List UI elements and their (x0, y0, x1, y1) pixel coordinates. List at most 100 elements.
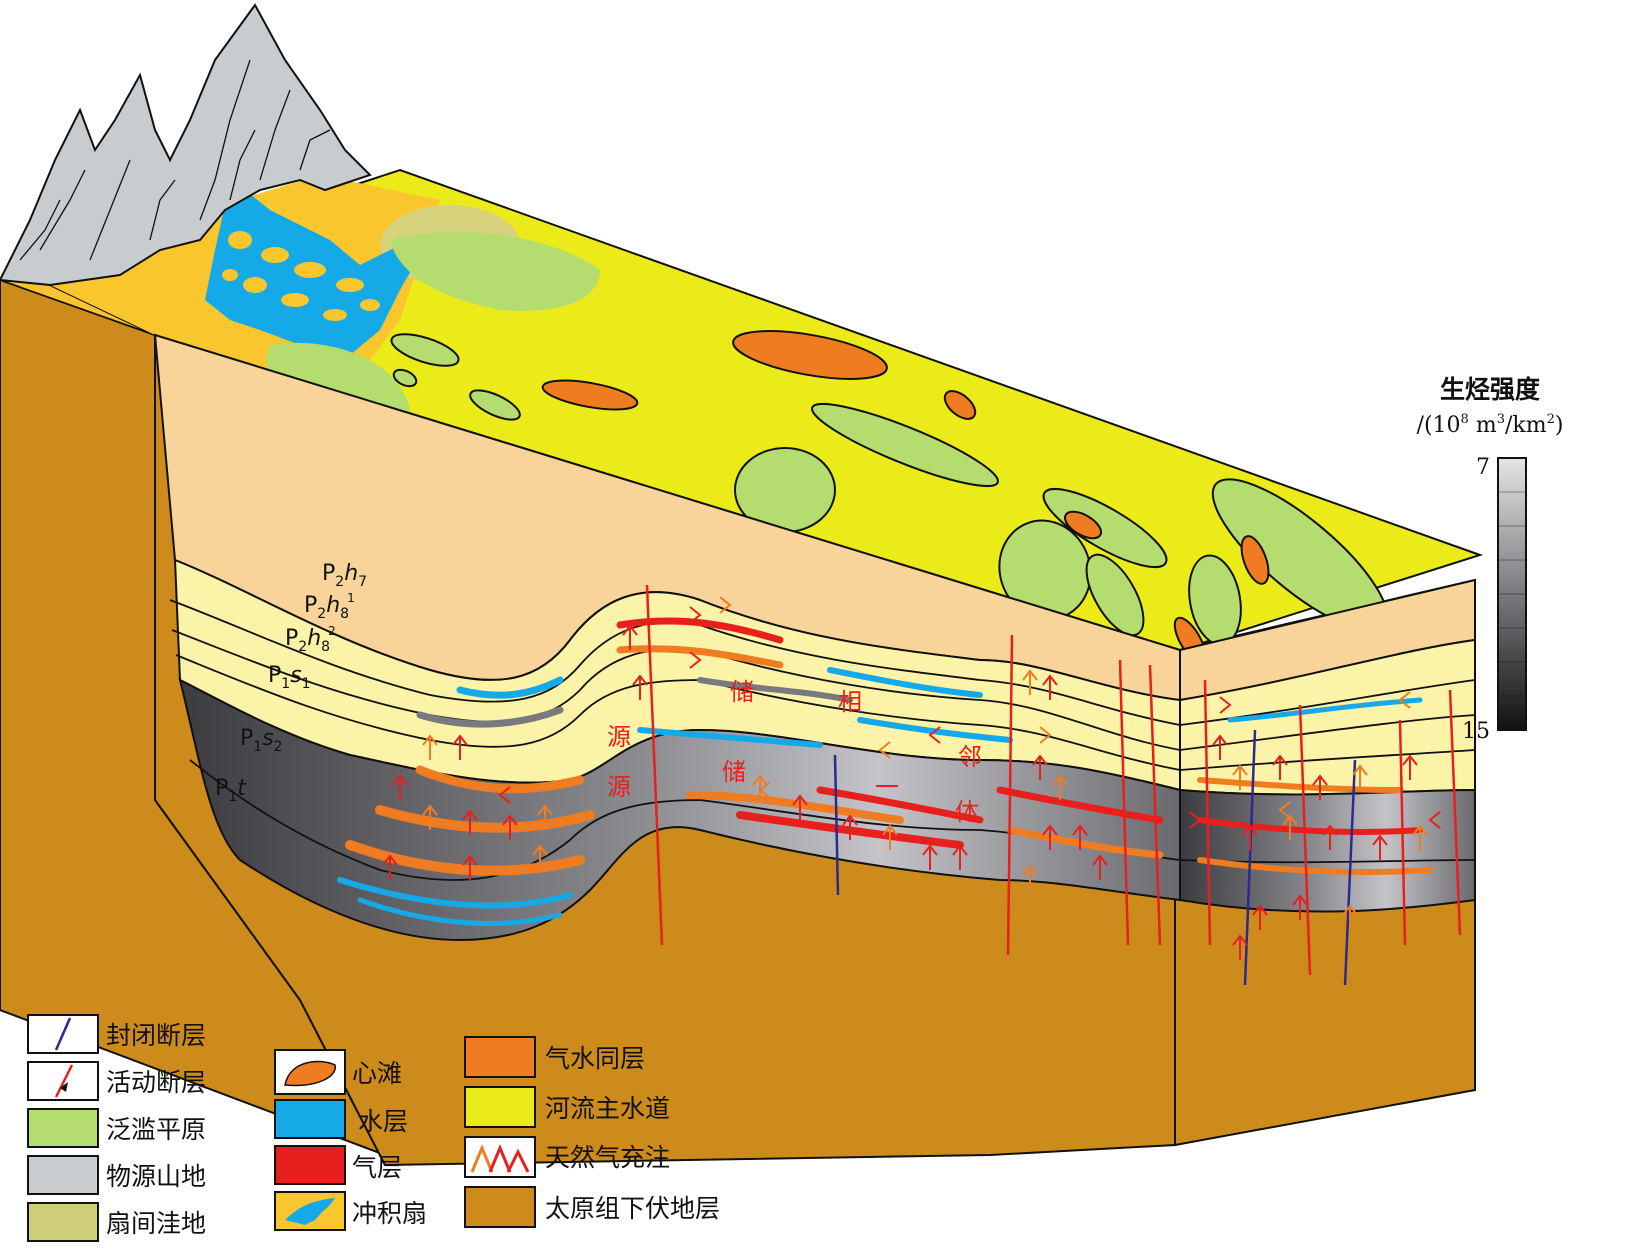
gas-charging-arrow (422, 734, 438, 760)
gas-charging-arrow (719, 596, 732, 614)
gas-charging-arrow (1272, 754, 1288, 780)
gas-charging-arrow (1342, 904, 1358, 930)
gas-charging-arrow (842, 814, 858, 840)
gas-charging-arrow (1072, 824, 1088, 850)
legend-item-gas-water-layer: 气水同层 (464, 1036, 645, 1078)
gas-charging-arrow (532, 844, 548, 870)
gas-charging-arrow (1428, 811, 1441, 829)
svg-text:气水同层: 气水同层 (545, 1044, 645, 1073)
gas-charging-arrow (392, 774, 408, 800)
gas-charging-arrow (537, 804, 553, 830)
fan-channel-islands (222, 231, 380, 321)
gas-charging-arrow (922, 844, 938, 870)
svg-text:物源山地: 物源山地 (106, 1162, 206, 1191)
gas-charging-arrow (1022, 864, 1038, 890)
annot-ti: 体 (955, 798, 979, 826)
svg-text:太原组下伏地层: 太原组下伏地层 (545, 1194, 720, 1223)
svg-text:封闭断层: 封闭断层 (106, 1021, 206, 1050)
legend-item-channel-bar: 心滩 (274, 1049, 402, 1095)
svg-text:扇间洼地: 扇间洼地 (106, 1209, 206, 1238)
channel-bar-patches (541, 330, 1270, 664)
gas-charging-arrow (792, 794, 808, 820)
floodplain-patches (266, 231, 1389, 646)
annot-yi: 一 (875, 773, 899, 801)
legend-item-active-fault: 活动断层 (27, 1061, 206, 1101)
legend-item-alluvial-fan: 冲积扇 (274, 1191, 427, 1231)
gas-charging-arrow (882, 824, 898, 850)
label-p1s1: P1s1 (268, 663, 311, 692)
legend-item-gas-layer: 气层 (274, 1145, 402, 1185)
gas-charging-arrow (878, 741, 891, 759)
gas-charging-arrows (382, 596, 1441, 960)
gas-charging-arrow (689, 606, 702, 624)
gas-charging-arrow (1042, 674, 1058, 700)
colorbar-title: 生烃强度 (1440, 375, 1540, 404)
gas-charging-arrow (689, 651, 702, 669)
colorbar-unit: /(108 m3/km2) (1417, 412, 1564, 438)
annot-yuan2: 源 (607, 773, 631, 801)
svg-text:气层: 气层 (352, 1153, 402, 1182)
gas-charging-arrow (1219, 696, 1232, 714)
legend-item-sealed-fault: 封闭断层 (27, 1014, 206, 1054)
gas-charging-arrow (1242, 824, 1258, 850)
legend-item-taiyuan-underlying: 太原组下伏地层 (464, 1186, 720, 1228)
legend: 封闭断层 活动断层 泛滥平原 物源山地 扇间洼地 心滩 水层 (27, 1014, 720, 1242)
gas-charging-arrow (1022, 669, 1038, 695)
annot-yuan1: 源 (607, 723, 631, 751)
gas-charging-arrow (1398, 691, 1411, 709)
gas-charging-arrow (1322, 824, 1338, 850)
gas-charging-arrow (758, 781, 771, 799)
svg-text:河流主水道: 河流主水道 (545, 1094, 670, 1123)
legend-item-main-channel: 河流主水道 (464, 1086, 670, 1128)
gas-charging-arrow (1039, 726, 1052, 744)
gas-charging-arrow (752, 774, 768, 800)
gas-charging-arrow (1372, 834, 1388, 860)
colorbar-max-label: 7 (1476, 455, 1490, 480)
gas-charging-arrow (928, 726, 941, 744)
svg-text:心滩: 心滩 (352, 1059, 402, 1088)
gas-charging-arrow (1312, 774, 1328, 800)
gas-charging-arrow (1278, 801, 1291, 819)
legend-item-floodplain: 泛滥平原 (27, 1108, 206, 1148)
right-face-lower-strata (1179, 788, 1476, 913)
colorbar-min-label: 15 (1462, 719, 1490, 744)
gas-charging-arrow (462, 854, 478, 880)
gas-charging-arrow (1252, 904, 1268, 930)
gas-charging-arrow (1212, 734, 1228, 760)
gas-charging-arrow (952, 844, 968, 870)
label-p1s2: P1s2 (240, 726, 283, 755)
gas-charging-arrow (1232, 764, 1248, 790)
gas-charging-arrow (382, 854, 398, 880)
fault-lines (645, 584, 1462, 986)
gas-charging-arrow (632, 674, 648, 700)
annot-xiang: 相 (838, 688, 862, 716)
gas-charging-arrow (1042, 824, 1058, 850)
gas-charging-arrow (502, 814, 518, 840)
stratum-labels: P2h7 P2h81 P2h82 P1s1 P1s2 P1t (215, 561, 367, 805)
gas-charging-arrow (422, 804, 438, 830)
gas-charging-arrow (1282, 814, 1298, 840)
gas-charging-arrow (1052, 774, 1068, 800)
legend-item-interfan-depression: 扇间洼地 (27, 1202, 206, 1242)
gas-charging-arrow (1412, 824, 1428, 850)
svg-text:水层: 水层 (358, 1107, 408, 1136)
hydrocarbon-intensity-colorbar: 生烃强度 /(108 m3/km2) 7 15 (1417, 375, 1564, 744)
gas-charging-arrow (1292, 894, 1308, 920)
gas-charging-arrow (1189, 811, 1202, 829)
gas-charging-arrow (1232, 934, 1248, 960)
gas-charging-arrow (498, 786, 511, 804)
gas-charging-arrow (1092, 854, 1108, 880)
gas-charging-arrow (1402, 754, 1418, 780)
svg-text:冲积扇: 冲积扇 (352, 1199, 427, 1228)
label-p1t: P1t (215, 776, 247, 805)
label-p2h8-1: P2h81 (304, 591, 355, 622)
annot-chu1: 储 (730, 678, 754, 706)
annot-chu2: 储 (722, 758, 746, 786)
legend-item-source-mountain: 物源山地 (27, 1155, 206, 1195)
gas-charging-arrow (452, 734, 468, 760)
gas-charging-arrow (1352, 764, 1368, 790)
gas-charging-arrow (462, 809, 478, 835)
source-mountain (0, 3, 372, 287)
